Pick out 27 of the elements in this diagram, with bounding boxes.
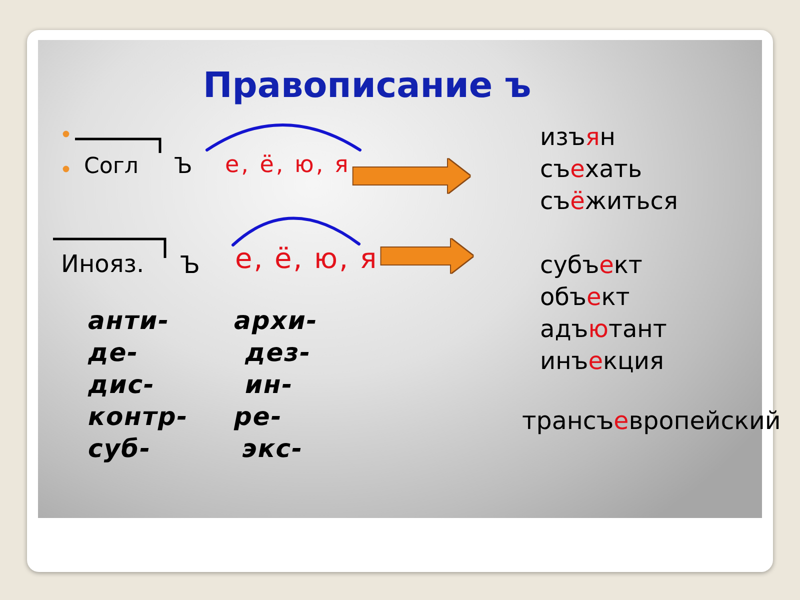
prefix-text: архи- [234, 307, 318, 336]
prefix-text: ре- [234, 403, 282, 432]
prefix-text: контр- [88, 403, 188, 432]
vowel-letters: е, ё, ю, я [235, 243, 378, 276]
example-word: трансъевропейский [522, 407, 781, 436]
hard-sign-letter: Ъ [174, 154, 192, 180]
vowel-letters: е, ё, ю, я [225, 152, 350, 178]
prefix-text: де- [88, 339, 139, 368]
example-word: съехать [540, 154, 642, 185]
scheme-label: Инояз. [61, 251, 144, 279]
example-word: инъекция [540, 346, 664, 377]
example-word: субъект [540, 250, 642, 281]
slide-title: Правописание ъ [203, 66, 532, 106]
block-arrow [381, 239, 473, 273]
example-word: адъютант [540, 314, 667, 345]
scheme-label: Согл [84, 154, 138, 180]
hard-sign-letter: Ъ [180, 252, 200, 280]
prefix-text: дис- [88, 371, 155, 400]
block-arrow [353, 159, 470, 193]
example-word: изъян [540, 122, 616, 153]
prefix-text: суб- [88, 435, 151, 464]
prefix-text: дез- [245, 339, 312, 368]
example-word: объект [540, 282, 630, 313]
prefix-text: экс- [242, 435, 303, 464]
prefix-text: ин- [245, 371, 294, 400]
prefix-text: анти- [88, 307, 170, 336]
example-word: съёжиться [540, 186, 678, 217]
